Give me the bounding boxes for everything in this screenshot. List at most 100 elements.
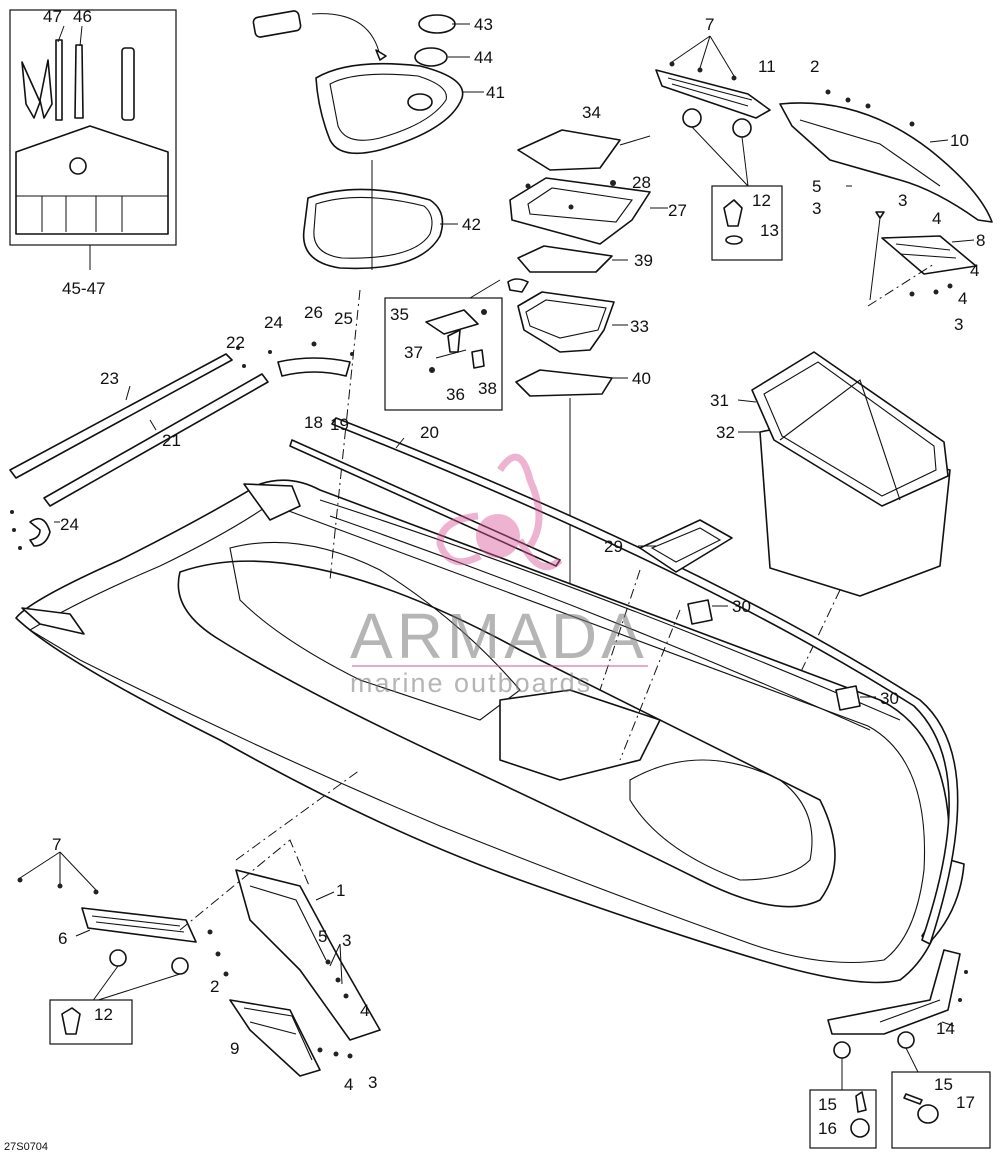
callout-label: 4 — [360, 1001, 369, 1020]
screw-inset — [809, 1089, 877, 1149]
callout-label: 24 — [60, 515, 79, 534]
lid-frame — [509, 177, 651, 245]
screwdriver-icon — [55, 39, 63, 121]
rail-cap — [277, 357, 351, 377]
tool-kit-group — [9, 9, 177, 270]
callout-label: 27 — [668, 201, 687, 220]
callout-label: 30 — [880, 689, 899, 708]
callout-label: 10 — [950, 131, 969, 150]
callout-label: 4 — [932, 209, 941, 228]
callout-label: 1 — [336, 881, 345, 900]
front-vent — [243, 483, 301, 521]
storage-tub — [517, 291, 615, 353]
callout-label: 44 — [474, 48, 493, 67]
bucket-rim — [751, 351, 949, 507]
callout-label: 4 — [958, 289, 967, 308]
callout-label: 4 — [970, 261, 979, 280]
side-rail-long — [331, 417, 959, 945]
drain-plug-2 — [835, 685, 861, 711]
console-storage-group — [384, 129, 668, 667]
callout-label: 46 — [73, 7, 92, 26]
front-panel-group — [17, 769, 381, 1077]
callout-label: 33 — [630, 317, 649, 336]
callout-label: 5 — [318, 927, 327, 946]
callout-label: 8 — [976, 231, 985, 250]
callout-label: 47 — [43, 7, 62, 26]
watermark-brand: ARMADA — [350, 600, 648, 672]
sponson-group — [809, 949, 991, 1149]
callout-label: 2 — [210, 977, 219, 996]
front-vent-grille — [81, 907, 197, 943]
callout-label: 20 — [420, 423, 439, 442]
callout-label: 25 — [334, 309, 353, 328]
callout-label: 12 — [752, 191, 771, 210]
callout-label: 15 — [934, 1075, 953, 1094]
cap-part — [418, 14, 456, 34]
gasket-ring — [302, 188, 444, 270]
callout-label: 15 — [818, 1095, 837, 1114]
callout-label: 11 — [758, 57, 776, 76]
callout-label: 26 — [304, 303, 323, 322]
callout-label: 24 — [264, 313, 283, 332]
plate-group — [638, 519, 876, 711]
callout-label: 5 — [812, 177, 821, 196]
callout-labels: 47 46 43 44 41 42 45-47 7 11 2 10 5 3 3 … — [4, 7, 985, 1153]
rail-end-cap — [29, 517, 51, 547]
callout-label: 42 — [462, 215, 481, 234]
side-panel — [779, 102, 993, 223]
watermark: ARMADA marine outboards — [350, 453, 648, 698]
callout-label: 34 — [582, 103, 601, 122]
rear-panel-group — [655, 35, 993, 307]
diagram-code: 27S0704 — [4, 1141, 48, 1153]
callout-label: 3 — [898, 191, 907, 210]
pliers-icon — [21, 59, 53, 119]
callout-label: 31 — [710, 391, 729, 410]
latch-part — [425, 309, 479, 335]
watermark-logo — [436, 453, 563, 571]
callout-label: 3 — [342, 931, 351, 950]
air-vent-panel — [229, 999, 321, 1077]
clip-inset — [711, 185, 783, 261]
callout-label: 28 — [632, 173, 651, 192]
callout-label: 32 — [716, 423, 735, 442]
callout-label: 30 — [732, 597, 751, 616]
lid-cover — [517, 129, 621, 171]
cap-inset — [891, 1071, 991, 1149]
drain-plug-1 — [687, 599, 713, 625]
callout-label: 41 — [486, 83, 505, 102]
callout-label: 45-47 — [62, 279, 105, 298]
callout-label: 37 — [404, 343, 423, 362]
gunwale-rail — [289, 439, 561, 567]
socket-wrench-icon — [121, 47, 135, 121]
clip-inset-2 — [49, 999, 133, 1045]
callout-label: 38 — [478, 379, 497, 398]
callout-label: 14 — [936, 1019, 955, 1038]
callout-label: 7 — [705, 15, 714, 34]
tub-gasket — [515, 369, 613, 397]
rail-group — [9, 341, 959, 945]
callout-label: 18 — [304, 413, 323, 432]
callout-label: 36 — [446, 385, 465, 404]
callout-label: 6 — [58, 929, 67, 948]
storage-bin — [315, 62, 464, 155]
tool-pouch — [15, 125, 169, 235]
callout-label: 43 — [474, 15, 493, 34]
callout-label: 9 — [230, 1039, 239, 1058]
console-base — [499, 689, 661, 781]
callout-label: 35 — [390, 305, 409, 324]
callout-label: 40 — [632, 369, 651, 388]
callout-label: 4 — [344, 1075, 353, 1094]
callout-label: 7 — [52, 835, 61, 854]
callout-label: 16 — [818, 1119, 837, 1138]
callout-label: 39 — [634, 251, 653, 270]
lid-seal — [517, 245, 613, 273]
callout-label: 23 — [100, 369, 119, 388]
callout-label: 19 — [330, 415, 349, 434]
callout-label: 3 — [812, 199, 821, 218]
vent-grille — [655, 69, 771, 119]
brp-logo-icon — [69, 157, 87, 175]
vent-cover — [881, 235, 977, 275]
rear-storage-group — [729, 351, 951, 821]
